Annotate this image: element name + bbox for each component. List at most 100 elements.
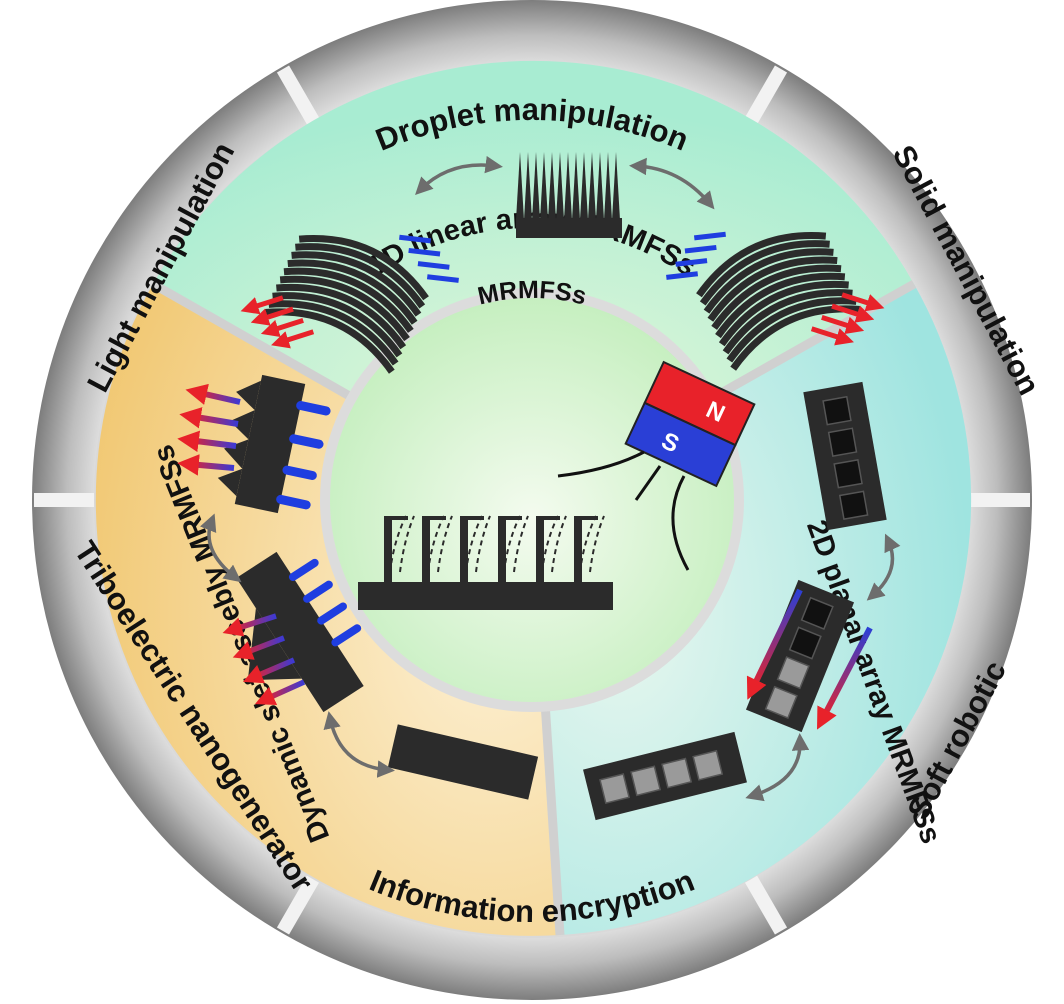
planar-cell: [692, 749, 724, 781]
planar-cell: [764, 685, 798, 719]
red-arrow: [810, 326, 854, 346]
planar-array-bottom: [583, 731, 747, 821]
bent-fin: [707, 256, 838, 322]
bent-fins-right: [666, 231, 885, 371]
spike-array: [516, 152, 620, 220]
spike: [572, 152, 580, 220]
bent-fin: [272, 292, 403, 358]
magnet: N S: [624, 360, 756, 488]
bent-fin: [279, 275, 410, 342]
blue-bar: [675, 258, 708, 267]
spike: [580, 152, 588, 220]
planar-cell: [630, 765, 662, 797]
bent-fin: [703, 248, 834, 314]
pillars: [384, 515, 605, 582]
bent-fin: [718, 280, 849, 347]
pillar-ghost: [427, 515, 445, 573]
bent-fin: [268, 300, 399, 366]
right-sector-cycle-arrows: [745, 533, 901, 802]
blue-bar: [417, 261, 450, 270]
assembly-stage-middle-arrows: [222, 613, 306, 705]
top-stage-blue-bars: [276, 401, 331, 510]
planar-cell: [833, 458, 863, 489]
linear-array-bent-right: [666, 231, 885, 371]
spike: [548, 152, 556, 220]
pillar-ghost: [503, 515, 521, 573]
spike: [596, 152, 604, 220]
magnet-south-pole: [624, 401, 737, 488]
pillar-array: [358, 515, 613, 610]
pillar: [498, 518, 506, 582]
pillar-ghost: [465, 515, 483, 573]
blue-bar: [426, 274, 459, 283]
spike: [612, 152, 620, 220]
pillar-substrate: [358, 582, 613, 610]
planar-cell: [827, 427, 858, 457]
assembly-stage-bottom: [387, 724, 539, 800]
planar-array-top: [803, 381, 887, 531]
blue-bar: [408, 247, 441, 257]
assembly-stage-top-arrows: [177, 383, 241, 476]
spike: [516, 152, 524, 220]
planar-middle-cells: [764, 596, 834, 719]
pillar-ghost: [399, 515, 415, 573]
pillar: [460, 518, 468, 582]
spike: [524, 152, 532, 220]
linear-array-bent-left: [240, 234, 459, 374]
planar-cell: [788, 626, 822, 660]
middle-stage-blue-bars: [288, 558, 362, 647]
bent-fin: [283, 267, 414, 333]
bent-fin: [291, 251, 422, 317]
pillar-ghost: [475, 515, 491, 573]
pillar-ghost: [551, 515, 567, 573]
pillar: [422, 518, 430, 582]
pillar-ghost: [437, 515, 453, 573]
spike: [604, 152, 612, 220]
bent-fin: [711, 264, 842, 330]
red-arrow: [821, 315, 865, 335]
spike: [532, 152, 540, 220]
bent-fin: [726, 297, 857, 363]
bent-fin: [295, 243, 426, 309]
top-sector-cycle-arrows: [415, 155, 715, 210]
pillar-ghost: [589, 515, 605, 573]
pillar: [384, 518, 392, 582]
red-arrow: [260, 318, 304, 338]
planar-field-arrows: [746, 588, 873, 730]
bent-fins-left: [240, 234, 459, 374]
bent-fin: [722, 289, 853, 355]
planar-cell: [822, 395, 852, 426]
planar-cell: [599, 773, 631, 805]
assembly-stage-top: [217, 374, 331, 514]
planar-top-cells: [822, 395, 869, 521]
blue-bar: [684, 244, 717, 254]
blue-bar: [693, 231, 726, 241]
red-arrow: [240, 295, 284, 315]
bent-fin: [276, 283, 407, 350]
magnetic-field-lines: [557, 450, 690, 571]
bent-fin: [287, 259, 418, 325]
pillar: [574, 518, 582, 582]
linear-array-upright: [516, 152, 622, 238]
spike: [564, 152, 572, 220]
planar-cell: [776, 656, 810, 690]
pillar: [536, 518, 544, 582]
red-arrow: [250, 306, 294, 326]
pillar-ghost: [389, 515, 407, 573]
pillar-ghost: [541, 515, 559, 573]
spike: [556, 152, 564, 220]
planar-cell: [661, 757, 693, 789]
red-arrow: [831, 303, 875, 323]
red-arrow: [271, 329, 315, 349]
left-sector-cycle-arrows: [199, 513, 395, 778]
planar-bottom-cells: [599, 749, 724, 805]
bent-fin: [298, 235, 429, 301]
spike: [540, 152, 548, 220]
blue-bar: [666, 271, 699, 280]
planar-cell: [800, 596, 834, 630]
pillar-ghost: [513, 515, 529, 573]
planar-cell: [838, 490, 869, 521]
bent-fin: [715, 272, 846, 339]
blue-bar: [399, 234, 432, 244]
